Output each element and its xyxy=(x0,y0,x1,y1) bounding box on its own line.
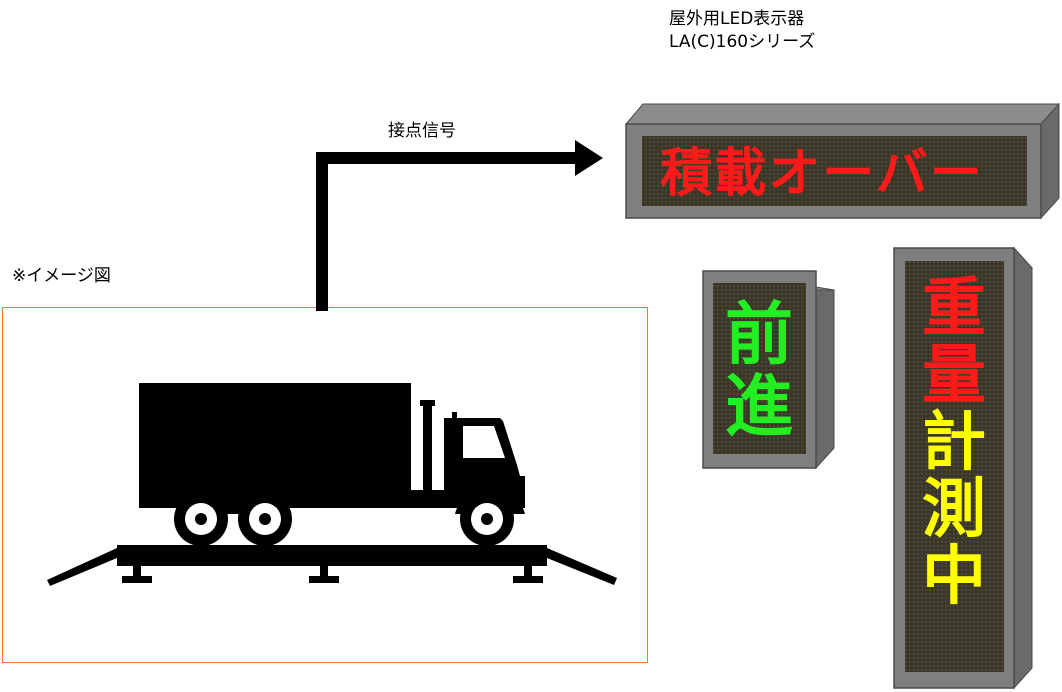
led-horizontal-text: 積載オーバー xyxy=(660,144,983,204)
led-display-horizontal: 積載オーバー xyxy=(624,102,1061,220)
wheel-rear-1 xyxy=(174,492,228,546)
product-title-line2: LA(C)160シリーズ xyxy=(669,32,816,52)
signal-arrow xyxy=(316,140,603,311)
led-weighing-char-0: 重 xyxy=(922,272,986,346)
led-weighing-char-2: 計 xyxy=(922,406,986,480)
product-title: 屋外用LED表示器 LA(C)160シリーズ xyxy=(669,8,815,54)
led-weighing-char-3: 測 xyxy=(922,473,986,547)
truck-scale-icon xyxy=(47,383,617,586)
led-forward-char-1: 進 xyxy=(725,368,793,447)
image-note: ※イメージ図 xyxy=(12,266,111,286)
led-weighing-char-4: 中 xyxy=(922,540,986,614)
led-weighing-char-1: 量 xyxy=(922,339,986,413)
wheel-rear-2 xyxy=(238,492,292,546)
led-forward-char-0: 前 xyxy=(725,296,793,375)
wheel-front xyxy=(460,492,514,546)
led-display-forward: 前進 xyxy=(702,270,835,470)
contact-signal-label: 接点信号 xyxy=(388,121,456,141)
product-title-line1: 屋外用LED表示器 xyxy=(669,9,805,29)
